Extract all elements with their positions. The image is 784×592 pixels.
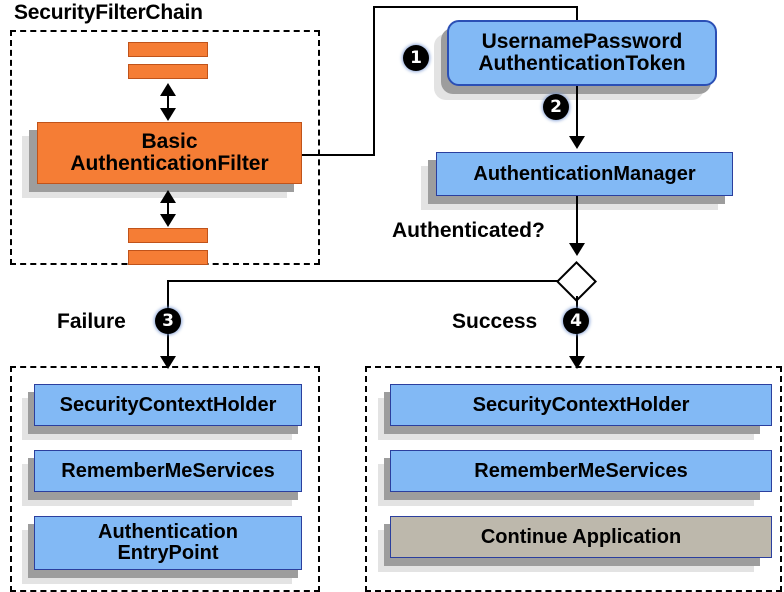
filter-arrow-bottom-up — [160, 190, 176, 203]
connector-failure-h — [167, 280, 559, 282]
filter-bar-top-2 — [128, 64, 208, 79]
step-badge-3: 3 — [155, 308, 181, 334]
filter-arrow-bottom-stem — [167, 199, 169, 220]
token-label-line2: AuthenticationToken — [478, 52, 686, 75]
success-security-context-holder-label: SecurityContextHolder — [472, 393, 690, 416]
filter-arrow-top-stem — [167, 92, 169, 114]
success-label: Success — [452, 310, 538, 333]
filter-bar-bottom-1 — [128, 228, 208, 243]
authentication-manager-label: AuthenticationManager — [473, 162, 696, 185]
connector-manager-to-diamond-arrow — [569, 243, 585, 256]
connector-success-arrow — [569, 356, 585, 369]
connector-filter-to-token-h1 — [302, 154, 375, 156]
authentication-manager-node[interactable]: AuthenticationManager — [436, 152, 733, 196]
success-security-context-holder-node[interactable]: SecurityContextHolder — [390, 384, 772, 426]
connector-manager-to-diamond — [576, 196, 578, 243]
failure-aep-label-line1: Authentication — [98, 521, 238, 544]
filter-arrow-top-up — [160, 83, 176, 96]
failure-remember-me-services-node[interactable]: RememberMeServices — [34, 450, 302, 492]
failure-label: Failure — [57, 310, 126, 333]
basic-authentication-filter-node[interactable]: Basic AuthenticationFilter — [37, 122, 302, 184]
basic-auth-filter-label-line1: Basic — [141, 130, 198, 154]
filter-arrow-bottom-down — [160, 214, 176, 227]
failure-aep-label-line2: EntryPoint — [117, 542, 219, 564]
token-label-line1: UsernamePassword — [481, 30, 683, 54]
username-password-authentication-token-node[interactable]: UsernamePassword AuthenticationToken — [447, 20, 717, 86]
authenticated-question-label: Authenticated? — [392, 219, 545, 242]
step-badge-2: 2 — [543, 94, 569, 120]
filter-bar-top-1 — [128, 42, 208, 57]
connector-filter-to-token-h2 — [373, 6, 578, 8]
filter-bar-bottom-2 — [128, 250, 208, 265]
connector-token-to-manager — [576, 86, 578, 136]
success-continue-application-label: Continue Application — [480, 525, 682, 548]
step-badge-1: 1 — [403, 45, 429, 71]
failure-remember-me-services-label: RememberMeServices — [61, 459, 275, 482]
step-badge-4: 4 — [563, 308, 589, 334]
connector-filter-to-token-v — [373, 6, 375, 156]
success-remember-me-services-node[interactable]: RememberMeServices — [390, 450, 772, 492]
failure-authentication-entry-point-node[interactable]: Authentication EntryPoint — [34, 516, 302, 570]
connector-token-to-manager-arrow — [569, 136, 585, 149]
connector-token-entry — [576, 6, 578, 24]
basic-auth-filter-label-line2: AuthenticationFilter — [70, 152, 269, 175]
filter-arrow-top-down — [160, 108, 176, 121]
failure-security-context-holder-node[interactable]: SecurityContextHolder — [34, 384, 302, 426]
success-remember-me-services-label: RememberMeServices — [474, 459, 688, 482]
success-continue-application-node[interactable]: Continue Application — [390, 516, 772, 558]
connector-failure-arrow — [160, 356, 176, 369]
failure-security-context-holder-label: SecurityContextHolder — [59, 393, 277, 416]
security-filter-chain-title: SecurityFilterChain — [14, 1, 203, 24]
